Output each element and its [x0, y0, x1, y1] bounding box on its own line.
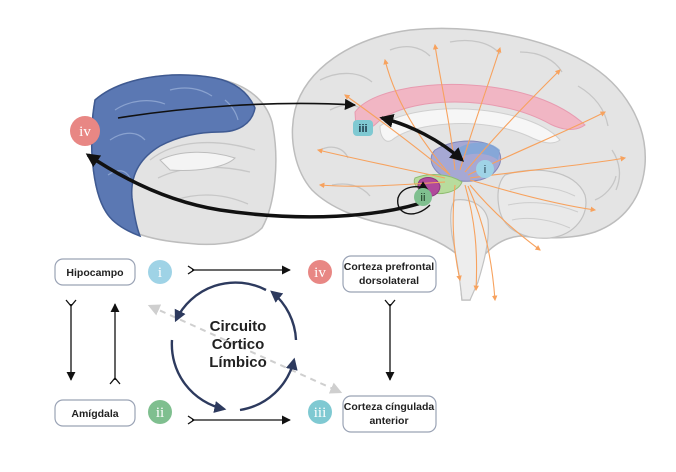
arrow-amygdala-to-hippocampus: [109, 303, 121, 385]
flow-arrows: [65, 265, 396, 425]
arrow-hippocampus-to-amygdala: [65, 299, 77, 381]
marker-iv: iv: [308, 260, 332, 284]
marker-iv-label: iv: [314, 265, 326, 281]
marker-iv-brain: iv: [70, 116, 100, 146]
box-amygdala-label: Amígdala: [71, 408, 118, 420]
right-brain-sagittal: [291, 27, 646, 301]
box-amygdala: Amígdala: [54, 399, 136, 427]
marker-iii-label: iii: [314, 405, 327, 421]
center-label-line1: Circuito: [210, 318, 267, 335]
anterior-cingulate-blue: [455, 142, 500, 160]
marker-iii-brain-label: iii: [358, 123, 367, 135]
arrow-dlpfc-to-acc: [117, 98, 357, 119]
marker-iv-brain-label: iv: [79, 124, 91, 140]
box-hippocampus: Hipocampo: [54, 258, 136, 286]
arrow-loop-amygdala: [397, 181, 431, 215]
box-acc: Corteza cíngulada anterior: [342, 395, 437, 433]
marker-i-label: i: [158, 265, 162, 281]
arrow-acc-to-anterior-cingulate: [379, 113, 465, 162]
center-label-line3: Límbico: [209, 354, 267, 371]
box-hippocampus-label: Hipocampo: [66, 267, 123, 279]
box-acc-label-2: anterior: [369, 415, 408, 427]
marker-ii-brain-label: ii: [421, 192, 426, 204]
cerebellum: [497, 169, 587, 239]
cingulate-cortex-pink: [354, 84, 586, 131]
circuit-cycle: [170, 281, 298, 413]
center-label-line2: Córtico: [212, 336, 265, 353]
box-dlpfc: Corteza prefrontal dorsolateral: [342, 255, 437, 293]
arrow-dlpfc-to-acc-flow: [384, 299, 396, 381]
brainstem: [450, 199, 489, 301]
marker-iii: iii: [308, 400, 332, 424]
marker-i-brain: i: [476, 160, 494, 178]
marker-i: i: [148, 260, 172, 284]
box-dlpfc-label-1: Corteza prefrontal: [344, 261, 435, 273]
marker-iii-brain: iii: [353, 120, 373, 136]
marker-ii: ii: [148, 400, 172, 424]
arrow-i-to-iv: [187, 265, 291, 275]
marker-ii-label: ii: [156, 405, 164, 421]
arrow-ii-to-iii: [187, 415, 291, 425]
left-hemisphere: [90, 74, 277, 246]
prefrontal-gyri: [107, 87, 239, 179]
arrow-amygdala-to-dlpfc: [85, 153, 431, 219]
box-dlpfc-label-2: dorsolateral: [359, 275, 419, 287]
marker-i-brain-label: i: [484, 164, 486, 176]
left-corpus-callosum: [159, 151, 236, 171]
brain-connection-arrows: [85, 98, 465, 219]
box-acc-label-1: Corteza cíngulada: [344, 401, 435, 413]
marker-ii-brain: ii: [414, 188, 432, 206]
fiber-tracts: [316, 43, 627, 302]
cerebellum-folia: [507, 186, 579, 229]
